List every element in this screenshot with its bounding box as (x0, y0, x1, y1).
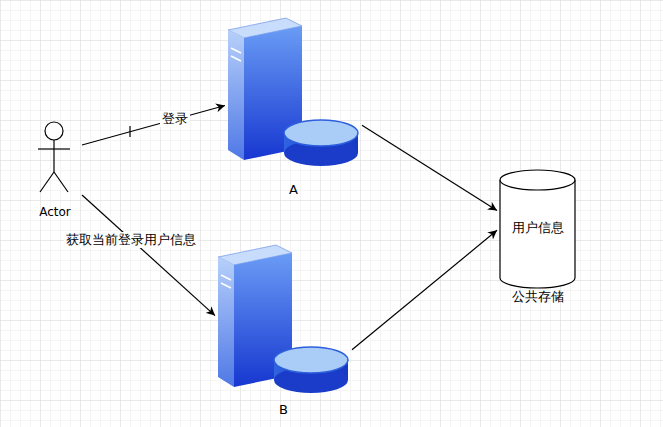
connector-arrow (362, 125, 497, 210)
server-icon (228, 18, 358, 166)
server-node: A (225, 5, 362, 202)
server-icon (218, 245, 348, 393)
actor-node: Actor (28, 118, 82, 222)
connector-arrow (82, 195, 215, 316)
connector-arrow (352, 230, 497, 349)
storage-cylinder (500, 170, 575, 288)
node-label: 用户信息 (512, 220, 564, 236)
node-label: B (279, 402, 288, 418)
connector-arrow (82, 105, 225, 145)
node-label: Actor (39, 204, 71, 220)
server-node: B (215, 232, 352, 422)
node-label: A (289, 182, 298, 198)
actor-figure (38, 122, 70, 192)
edge-label: 获取当前登录用户信息 (64, 232, 198, 248)
storage-node: 用户信息公共存储 (497, 165, 578, 307)
edge-label: 登录 (160, 111, 190, 127)
node-caption: 公共存储 (512, 289, 564, 305)
